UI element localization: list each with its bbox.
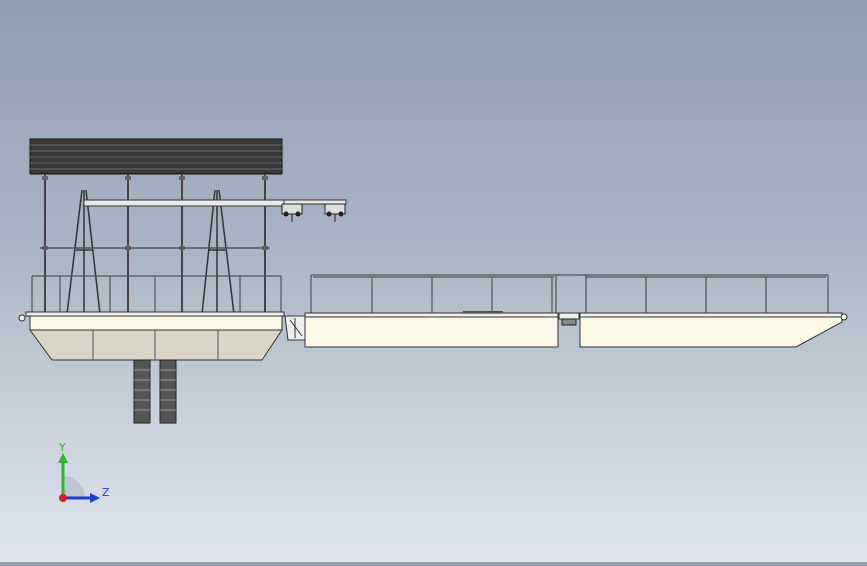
- spud-leg-left: [133, 359, 151, 424]
- a-frame-left: [66, 189, 101, 315]
- left-deck: [25, 311, 285, 317]
- gangway: [556, 274, 587, 313]
- walkway-handrail-1: [310, 274, 557, 313]
- pontoon-1-hull: [304, 316, 559, 348]
- pontoon-2-deck: [579, 312, 843, 318]
- z-axis-label: Z: [102, 486, 110, 499]
- left-handrail: [31, 275, 282, 314]
- crane-beam: [83, 199, 347, 207]
- x-axis-origin: [59, 494, 67, 502]
- canopy-posts: [44, 174, 266, 314]
- walkway-handrail-2: [582, 274, 829, 313]
- z-axis-arrowhead: [90, 493, 100, 503]
- spud-leg-right: [159, 359, 177, 424]
- hinge-connector: [284, 315, 306, 341]
- gangway-plate: [558, 312, 580, 320]
- y-axis-arrowhead: [58, 453, 68, 463]
- hoist-trolley-1: [281, 203, 303, 222]
- left-hull: [29, 329, 283, 361]
- bow-fitting: [18, 314, 26, 322]
- y-axis-label: Y: [59, 441, 66, 454]
- coordinate-triad: Y Z: [50, 440, 120, 510]
- triad-graphic: [58, 453, 100, 503]
- hoist-trolley-2: [324, 203, 346, 222]
- gangway-hinge: [561, 318, 577, 326]
- roof-canopy: [29, 138, 283, 175]
- a-frame-right: [201, 189, 235, 315]
- pontoon-2-hull: [579, 316, 843, 348]
- stern-fitting: [840, 313, 848, 321]
- deck-hatch: [463, 311, 503, 313]
- triad-plane-shading: [63, 476, 85, 498]
- pontoon-1-deck: [304, 312, 559, 318]
- left-deck-edge: [29, 315, 283, 331]
